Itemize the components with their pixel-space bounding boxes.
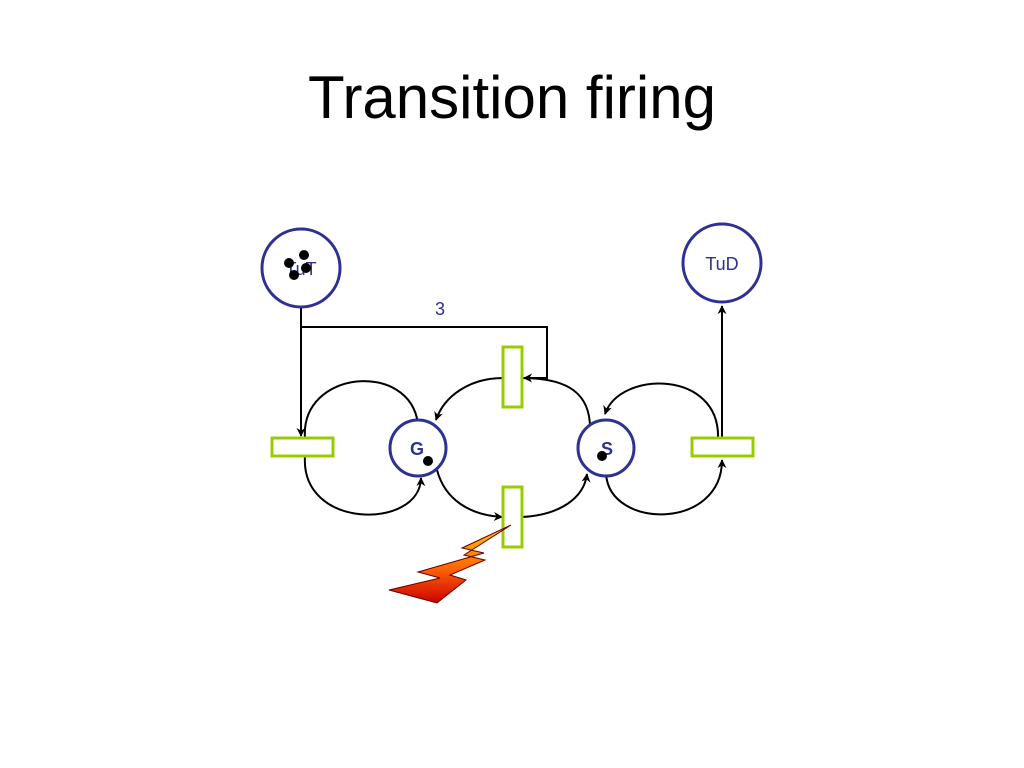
lightning-icon: [388, 524, 512, 604]
transition-left[interactable]: [270, 436, 335, 458]
token: [284, 258, 294, 268]
transition-bottom[interactable]: [501, 485, 524, 549]
arc-g-to-bottom-transition: [436, 469, 503, 521]
place-g[interactable]: G: [388, 418, 448, 478]
place-tud-label: TuD: [705, 254, 738, 274]
token: [301, 263, 311, 273]
token: [423, 456, 433, 466]
token: [299, 250, 309, 260]
token: [289, 270, 299, 280]
arc-bottom-transition-to-s: [521, 473, 591, 518]
place-tud[interactable]: TuD: [681, 222, 763, 304]
arc-top-transition-to-g: [434, 377, 504, 421]
transition-top[interactable]: [501, 345, 524, 409]
token: [597, 451, 607, 461]
place-tut[interactable]: TuT: [260, 227, 342, 309]
arc-left-transition-to-g: [303, 455, 426, 516]
slide-title: Transition firing: [308, 64, 716, 131]
place-s[interactable]: S: [576, 418, 636, 478]
arc-right-transition-to-s: [603, 382, 720, 439]
transition-right[interactable]: [690, 436, 755, 458]
arc-s-to-right-transition: [605, 459, 727, 516]
arc-g-to-left-transition: [303, 380, 419, 439]
arc-weight-label: 3: [435, 299, 445, 319]
place-g-label: G: [410, 439, 424, 459]
arc-s-to-top-transition: [521, 377, 591, 429]
